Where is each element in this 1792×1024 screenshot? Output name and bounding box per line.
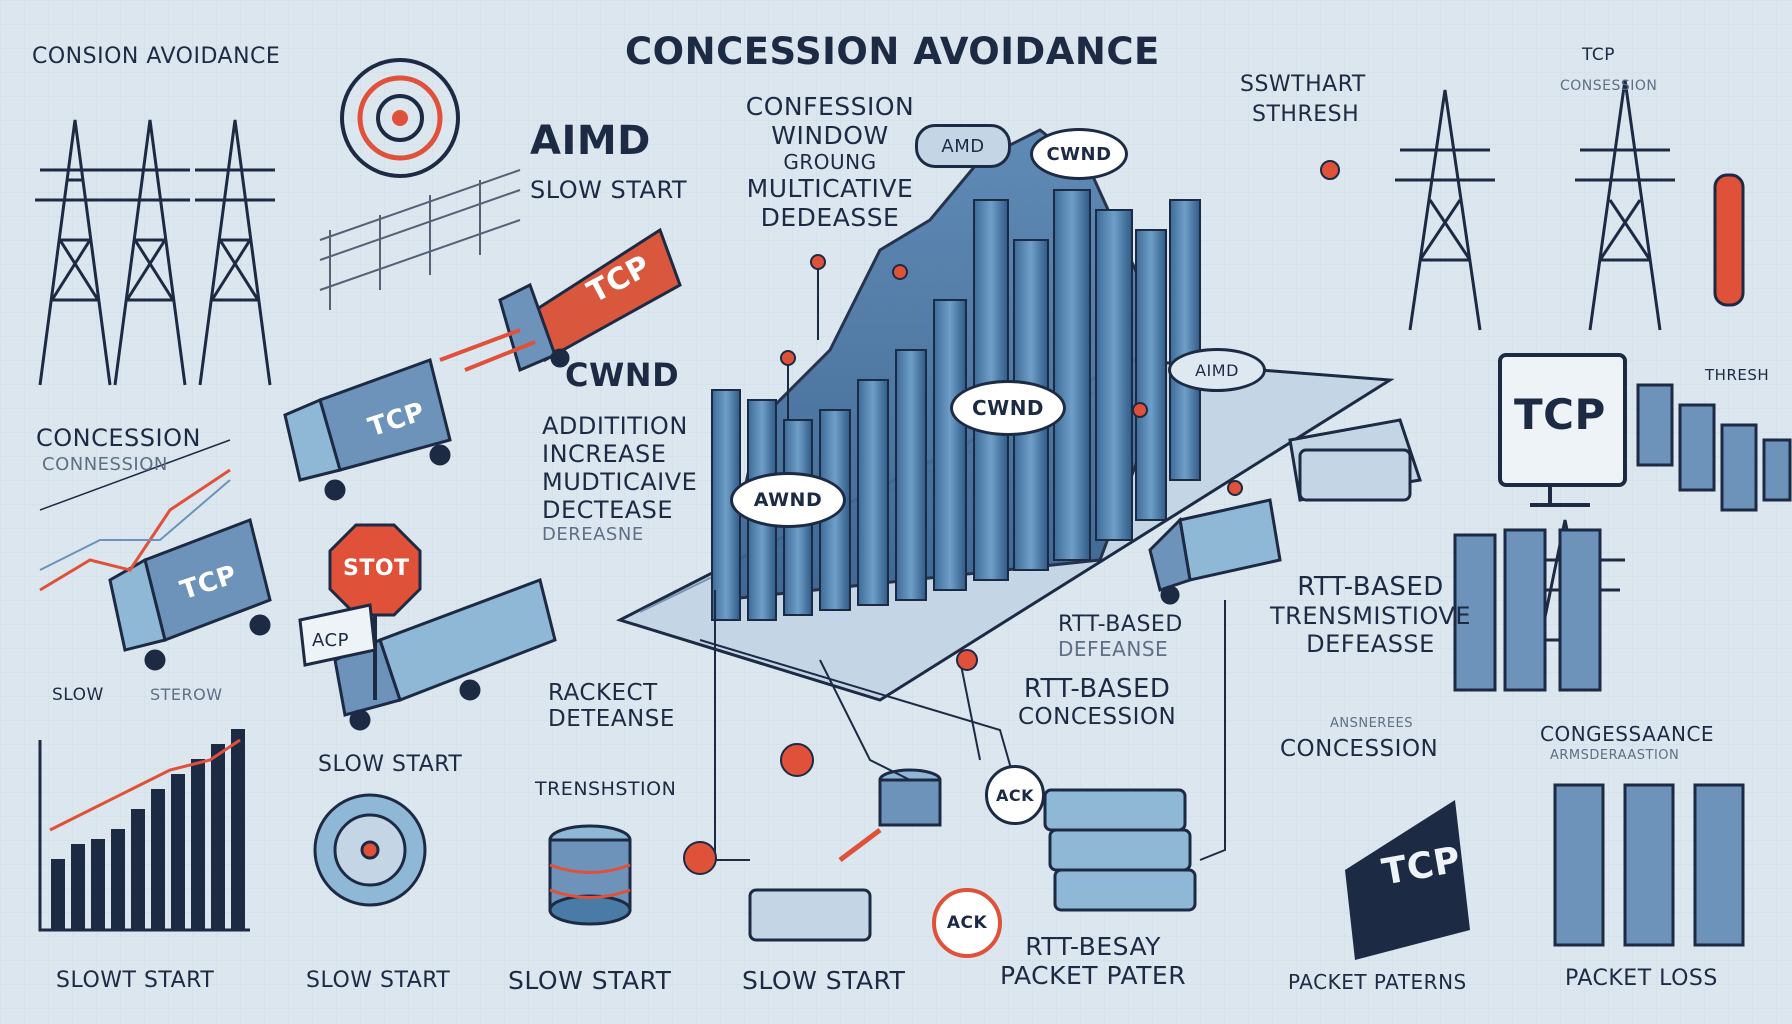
defeanse-line: DEFEANSE: [1058, 637, 1169, 661]
rtt-concession-block: RTT-BASED CONCESSION: [1018, 674, 1176, 730]
monitor-icon: [1498, 353, 1627, 507]
rackect-block: RACKECT DETEANSE: [548, 680, 675, 732]
tcp-monitor: TCP: [1514, 390, 1606, 439]
rtt-right-line: RTT-BASED: [1297, 572, 1444, 602]
bottom-label-1: SLOWT START: [56, 968, 215, 993]
rtt-mid-line: RTT-BASED: [1058, 612, 1183, 637]
cwnd-bubble-mid: CWND: [950, 380, 1066, 436]
bottom-label-4: SLOW START: [742, 966, 906, 995]
multicative-line: MULTICATIVE: [746, 174, 914, 203]
amd-bubble: AMD: [915, 124, 1011, 168]
confession-line: CONFESSION: [745, 92, 915, 121]
top-left-label: CONSION AVOIDANCE: [32, 44, 281, 69]
aimd-bubble: AIMD: [1168, 348, 1266, 392]
bottom-label-5: PACKET PATERNS: [1288, 970, 1467, 994]
trenshstion-label: TRENSHSTION: [535, 778, 677, 800]
rtt-concession-line: RTT-BASED: [1023, 674, 1171, 704]
concession-line: CONCESSION: [1018, 704, 1177, 730]
ack-circle-1: ACK: [985, 765, 1045, 825]
cwnd-bubble-mid-text: CWND: [971, 396, 1045, 420]
ack-circle-2: ACK: [932, 888, 1002, 958]
rtt-besay-block: RTT-BESAY PACKET PATER: [1000, 932, 1186, 990]
slow-left-label: SLOW: [52, 685, 104, 705]
aimd-bubble-text: AIMD: [1195, 360, 1239, 380]
acp-sign-text: ACP: [312, 630, 349, 651]
stop-sign-icon: [328, 523, 422, 700]
trensmistiove-line: TRENSMISTIOVE: [1270, 602, 1471, 630]
acp-sign-icon: [298, 603, 377, 667]
bottom-label-2: SLOW START: [306, 968, 451, 993]
swthart-label: SSWTHART: [1240, 72, 1366, 97]
rtt-mid-block: RTT-BASED DEFEANSE: [1058, 612, 1183, 661]
confession-window-block: CONFESSION WINDOW GROUNG MULTICATIVE DED…: [720, 92, 940, 232]
bottom-label-6: PACKET LOSS: [1565, 966, 1718, 991]
bottom-label-3: SLOW START: [508, 966, 672, 995]
fan-icon: [313, 793, 427, 907]
defeasse-line: DEFEASSE: [1306, 630, 1435, 658]
concession-left-label: CONCESSION: [36, 424, 201, 452]
window-line: WINDOW: [771, 121, 889, 150]
rtt-besay-line: RTT-BESAY: [1025, 932, 1161, 961]
cwnd-mid-label: CWND: [565, 356, 680, 394]
rtt-right-block: RTT-BASED TRENSMISTIOVE DEFEASSE: [1270, 572, 1471, 658]
thresh-right-label: THRESH: [1705, 366, 1770, 384]
top-right-faint-label: CONSESSION: [1560, 78, 1658, 94]
increase-line: INCREASE: [542, 440, 667, 468]
addition-line: ADDITITION: [542, 412, 688, 440]
packet-pater-line: PACKET PATER: [1000, 961, 1187, 990]
stop-sign-text: STOT: [343, 556, 410, 581]
connession-left-label: CONNESSION: [42, 454, 168, 475]
addition-block: ADDITITION INCREASE MUDTICAIVE DECTEASE …: [542, 412, 697, 545]
rackect-line: RACKECT: [548, 680, 658, 706]
dedeasse-line: DEDEASSE: [760, 203, 900, 232]
sterow-left-label: STEROW: [150, 685, 223, 704]
mini-bar-chart: [38, 729, 250, 932]
mini-line-chart: [39, 439, 231, 592]
dectease-line: DECTEASE: [542, 496, 674, 524]
dereasne-line: DEREASNE: [542, 524, 644, 545]
concession-right-label: CONCESSION: [1280, 736, 1439, 762]
congessaance-label: CONGESSAANCE: [1540, 722, 1715, 746]
mudticaive-line: MUDTICAIVE: [542, 468, 698, 496]
deteanse-line: DETEANSE: [548, 706, 675, 732]
top-right-tcp-label: TCP: [1582, 45, 1616, 65]
target-icon: [340, 58, 460, 178]
cwnd-bubble-top-text: CWND: [1046, 143, 1112, 165]
slow-start-left-mid-label: SLOW START: [318, 752, 463, 777]
awnd-bubble-text: AWND: [753, 489, 823, 511]
slow-start-top-label: SLOW START: [530, 176, 688, 204]
diagram-title: CONCESSION AVOIDANCE: [625, 30, 1160, 73]
awnd-bubble: AWND: [730, 472, 846, 528]
amd-bubble-text: AMD: [941, 135, 985, 157]
ansnerees-label: ANSNEREES: [1330, 716, 1414, 731]
groung-line: GROUNG: [783, 150, 877, 174]
cwnd-bubble-top: CWND: [1030, 128, 1128, 180]
power-tower-icon: [35, 119, 275, 386]
truck-icon: [108, 227, 1422, 731]
armsderaastion-label: ARMSDERAASTION: [1550, 748, 1680, 763]
ack-text-2: ACK: [946, 913, 988, 933]
aimd-heading: AIMD: [530, 118, 651, 164]
sthresh-label: STHRESH: [1252, 102, 1360, 127]
ack-text-1: ACK: [995, 785, 1035, 805]
database-icon: [548, 768, 942, 926]
